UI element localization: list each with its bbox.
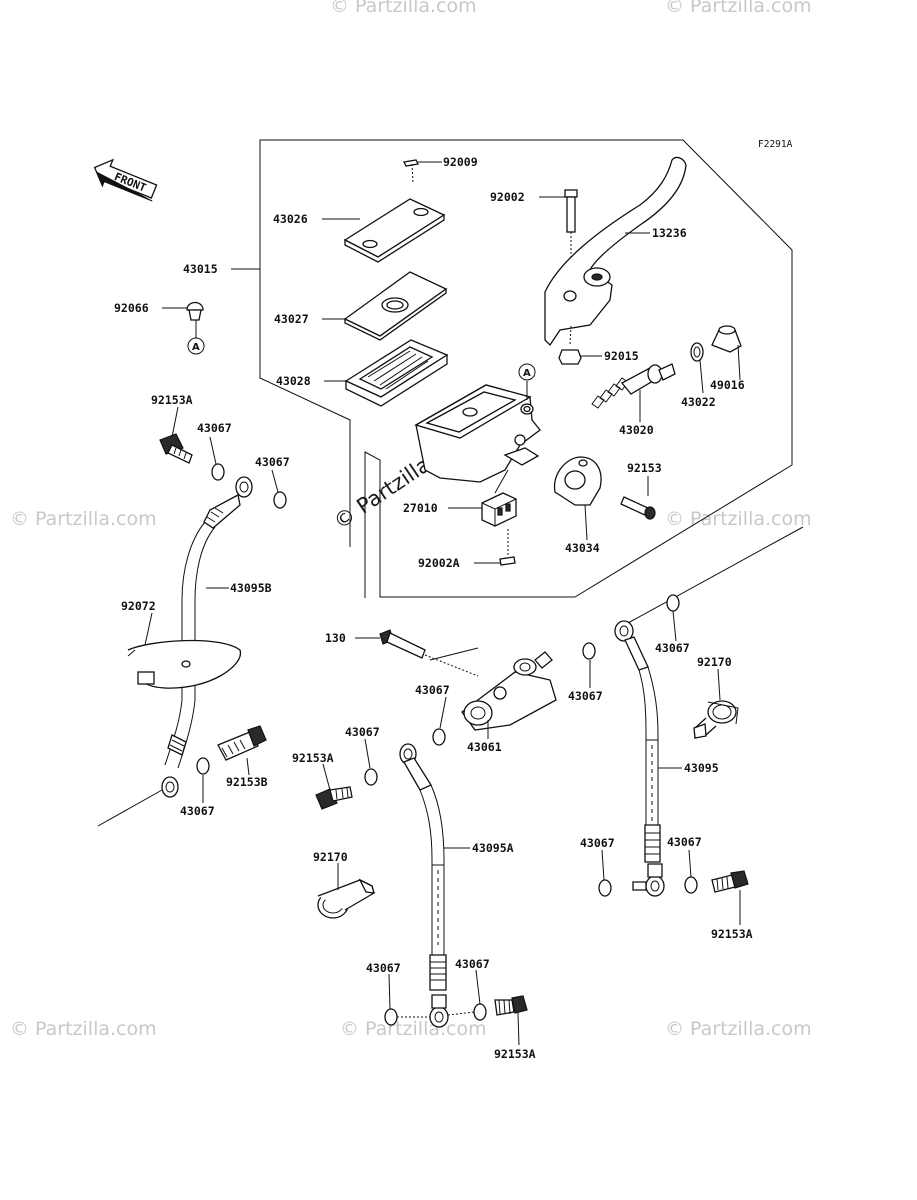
part-label-43022: 43022 xyxy=(681,395,716,409)
watermark: © Partzilla.com xyxy=(330,0,477,17)
part-label-43095b: 43095B xyxy=(230,581,272,595)
washer-icon xyxy=(666,594,680,612)
part-label-43067: 43067 xyxy=(455,957,490,971)
part-labels: 92009 92002 13236 43026 43015 92066 4302… xyxy=(114,155,753,1061)
bolt-92153-icon xyxy=(620,496,656,520)
washer-icon xyxy=(211,463,225,481)
ref-marker-label: A xyxy=(523,368,531,379)
cap-92066-icon: A xyxy=(186,301,205,355)
part-label-43067: 43067 xyxy=(366,961,401,975)
part-label-92153: 92153 xyxy=(627,461,662,475)
hose-clamp-92170-icon xyxy=(317,878,375,919)
holder-clamp-icon xyxy=(553,456,602,506)
part-label-43061: 43061 xyxy=(467,740,502,754)
part-label-43067: 43067 xyxy=(197,421,232,435)
part-label-92002a: 92002A xyxy=(418,556,460,570)
part-label-43067: 43067 xyxy=(667,835,702,849)
watermark: © Partzilla.com xyxy=(10,1018,157,1040)
ref-marker-a-icon: A xyxy=(518,363,536,400)
part-label-43028: 43028 xyxy=(276,374,311,388)
part-label-43095a: 43095A xyxy=(472,841,514,855)
part-label-92153b: 92153B xyxy=(226,775,268,789)
brake-hose-43095b-icon xyxy=(97,476,253,827)
diaphragm-icon xyxy=(344,339,449,407)
joint-43061-icon xyxy=(461,651,557,731)
watermark: © Partzilla.com xyxy=(665,508,812,530)
reservoir-cap-icon xyxy=(343,198,446,263)
part-label-43067: 43067 xyxy=(255,455,290,469)
washer-icon xyxy=(582,642,596,660)
banjo-bolt-icon xyxy=(494,995,528,1016)
part-label-43067: 43067 xyxy=(655,641,690,655)
part-label-92170: 92170 xyxy=(697,655,732,669)
washer-icon xyxy=(473,1003,487,1021)
brake-hose-43095-icon xyxy=(614,526,804,897)
assembly-outline xyxy=(259,139,793,598)
washer-icon xyxy=(598,879,612,897)
part-label-43067: 43067 xyxy=(345,725,380,739)
washer-icon xyxy=(384,1008,398,1026)
part-label-43095: 43095 xyxy=(684,761,719,775)
banjo-bolt-92153b-icon xyxy=(217,725,267,761)
watermark: © Partzilla.com xyxy=(665,1018,812,1040)
part-label-43027: 43027 xyxy=(274,312,309,326)
banjo-bolt-icon xyxy=(315,786,353,810)
washer-icon xyxy=(196,757,210,775)
brake-switch-icon xyxy=(481,469,517,527)
part-label-92009: 92009 xyxy=(443,155,478,169)
part-label-43067: 43067 xyxy=(568,689,603,703)
banjo-bolt-icon xyxy=(711,870,749,893)
brake-hose-43095a-icon xyxy=(399,743,449,1028)
screw-92002a-icon xyxy=(499,529,516,566)
part-label-92170: 92170 xyxy=(313,850,348,864)
brake-lever-icon xyxy=(544,156,687,347)
washer-icon xyxy=(684,876,698,894)
part-label-43067: 43067 xyxy=(415,683,450,697)
banjo-bolt-icon xyxy=(159,433,193,464)
master-cylinder-body-icon xyxy=(414,384,541,483)
nut-92015-icon xyxy=(558,325,582,365)
part-label-43067: 43067 xyxy=(580,836,615,850)
part-label-92066: 92066 xyxy=(114,301,149,315)
front-arrow-icon: FRONT xyxy=(93,158,158,202)
washer-icon xyxy=(364,768,378,786)
watermark: © Partzilla.com xyxy=(340,1018,487,1040)
part-label-43020: 43020 xyxy=(619,423,654,437)
part-label-92072: 92072 xyxy=(121,599,156,613)
screw-92009-icon xyxy=(403,159,419,185)
part-label-43015: 43015 xyxy=(183,262,218,276)
ref-marker-label: A xyxy=(192,342,200,353)
bolt-130-icon xyxy=(379,629,479,677)
dust-boot-49016-icon xyxy=(711,325,742,353)
part-label-92153a: 92153A xyxy=(151,393,193,407)
diaphragm-plate-icon xyxy=(343,271,448,341)
part-label-43067: 43067 xyxy=(180,804,215,818)
part-label-43026: 43026 xyxy=(273,212,308,226)
watermark: © Partzilla.com xyxy=(10,508,157,530)
hose-clamp-92170-icon xyxy=(693,700,739,739)
part-label-92153a: 92153A xyxy=(711,927,753,941)
part-label-92002: 92002 xyxy=(490,190,525,204)
watermark: © Partzilla.com xyxy=(665,0,812,17)
part-label-92153a: 92153A xyxy=(494,1047,536,1061)
part-label-27010: 27010 xyxy=(403,501,438,515)
part-label-130: 130 xyxy=(325,631,346,645)
piston-assembly-icon xyxy=(591,363,676,409)
part-label-49016: 49016 xyxy=(710,378,745,392)
circlip-43022-icon xyxy=(690,342,704,362)
hose-clamp-92072-icon xyxy=(127,639,242,689)
washer-icon xyxy=(273,491,287,509)
pivot-bolt-92002-icon xyxy=(564,189,578,260)
part-label-92015: 92015 xyxy=(604,349,639,363)
part-label-43034: 43034 xyxy=(565,541,600,555)
part-label-92153a: 92153A xyxy=(292,751,334,765)
part-label-13236: 13236 xyxy=(652,226,687,240)
leader-lines xyxy=(144,161,741,1046)
diagram-code: F2291A xyxy=(758,139,793,150)
washer-icon xyxy=(432,728,446,746)
